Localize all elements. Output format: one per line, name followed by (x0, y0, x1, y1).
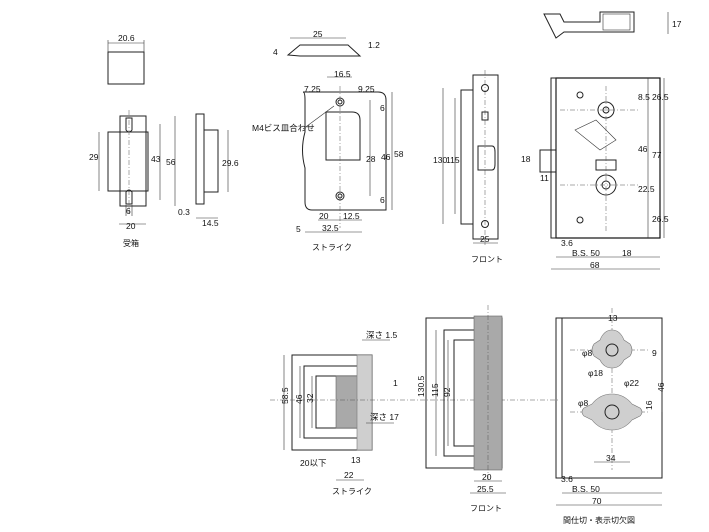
dim-77: 77 (652, 150, 662, 160)
dim-8-5: 8.5 (638, 92, 650, 102)
strike-bottom-view: 深さ 1.5 深さ 17 1 58.5 46 32 13 20以下 22 ストラ… (270, 330, 560, 496)
dim-34: 34 (606, 453, 616, 463)
dim-14-5: 14.5 (202, 218, 219, 228)
dim-26-5a: 26.5 (652, 92, 669, 102)
dim-115b: 115 (430, 383, 440, 397)
dim-68: 68 (590, 260, 600, 270)
dim-3-6a: 3.6 (561, 238, 573, 248)
front-bottom-view: 130.5 115 92 20 25.5 フロント (416, 305, 506, 513)
dim-46c: 46 (294, 394, 304, 404)
caption-front-top: フロント (471, 255, 503, 264)
dim-phi8a: φ8 (582, 348, 593, 358)
dim-20a: 20 (126, 221, 136, 231)
dim-46b: 46 (638, 144, 648, 154)
dim-4: 4 (273, 47, 278, 57)
caption-strike-bottom: ストライク (332, 487, 372, 496)
strike-top-view: 25 4 1.2 16.5 7.25 9.25 M4ビス皿合わせ 6 28 46… (252, 29, 404, 252)
dim-11: 11 (540, 173, 549, 183)
dim-13b: 13 (608, 313, 618, 323)
dim-12-5: 12.5 (343, 211, 360, 221)
dim-7-25: 7.25 (304, 84, 321, 94)
caption-front-bottom: フロント (470, 504, 502, 513)
dim-28: 28 (366, 154, 376, 164)
dim-5: 5 (296, 224, 301, 234)
dim-6c: 6 (380, 195, 385, 205)
dim-92: 92 (442, 387, 452, 397)
dim-26-5b: 26.5 (652, 214, 669, 224)
caption-cutout: 間仕切・表示切欠図 (563, 515, 635, 525)
dim-20b: 20 (319, 211, 329, 221)
dim-6a: 6 (126, 206, 131, 216)
dim-130-5: 130.5 (416, 375, 426, 397)
dim-16-5: 16.5 (334, 69, 351, 79)
dim-phi22: φ22 (624, 378, 639, 388)
dim-29: 29 (89, 152, 99, 162)
dim-46d: 46 (656, 382, 666, 392)
dim-bs50a: B.S. 50 (572, 248, 600, 258)
dim-16: 16 (644, 400, 654, 410)
strike-box-view: 20.6 29 43 56 6 20 受箱 29.6 0.3 14.5 (89, 33, 239, 248)
dim-bs50b: B.S. 50 (572, 484, 600, 494)
dim-29-6: 29.6 (222, 158, 239, 168)
dim-20-6: 20.6 (118, 33, 135, 43)
dim-58: 58 (394, 149, 404, 159)
dim-46a: 46 (381, 152, 391, 162)
caption-strike-top: ストライク (312, 243, 352, 252)
front-top-view: 130 115 25 フロント (433, 70, 503, 264)
dim-6b: 6 (380, 103, 385, 113)
lock-body-side-view: 17 8.5 26.5 46 77 22.5 26.5 18 11 3.6 B.… (521, 11, 682, 270)
dim-18a: 18 (521, 154, 531, 164)
note-depth-b: 深さ 17 (370, 412, 399, 422)
dim-32: 32 (305, 393, 315, 403)
note-depth-a: 深さ 1.5 (366, 330, 397, 340)
dim-3-6b: 3.6 (561, 474, 573, 484)
dim-43: 43 (151, 154, 161, 164)
dim-56: 56 (166, 157, 176, 167)
dim-20c: 20 (482, 472, 492, 482)
note-max-20: 20以下 (300, 458, 327, 468)
dim-22: 22 (344, 470, 354, 480)
dim-1-2: 1.2 (368, 40, 380, 50)
dim-32-5: 32.5 (322, 223, 339, 233)
dim-22-5: 22.5 (638, 184, 655, 194)
caption-strike-box: 受箱 (123, 238, 139, 248)
dim-25b: 25 (480, 234, 490, 244)
dim-58-5: 58.5 (280, 387, 290, 404)
dim-17: 17 (672, 19, 682, 29)
dim-18b: 18 (622, 248, 632, 258)
dim-phi18: φ18 (588, 368, 603, 378)
cutout-view: 13 φ8 9 φ18 φ22 46 16 φ8 34 3.6 B.S. 50 … (555, 308, 666, 525)
dim-0-3: 0.3 (178, 207, 190, 217)
note-screw: M4ビス皿合わせ (252, 123, 315, 133)
dim-25-5: 25.5 (477, 484, 494, 494)
dim-25a: 25 (313, 29, 323, 39)
dim-130a: 130 (433, 155, 447, 165)
dim-9-25: 9.25 (358, 84, 375, 94)
dim-115a: 115 (446, 155, 460, 165)
dim-9: 9 (652, 348, 657, 358)
dim-13a: 13 (351, 455, 361, 465)
dim-70: 70 (592, 496, 602, 506)
dim-phi8b: φ8 (578, 398, 589, 408)
dim-1: 1 (393, 378, 398, 388)
